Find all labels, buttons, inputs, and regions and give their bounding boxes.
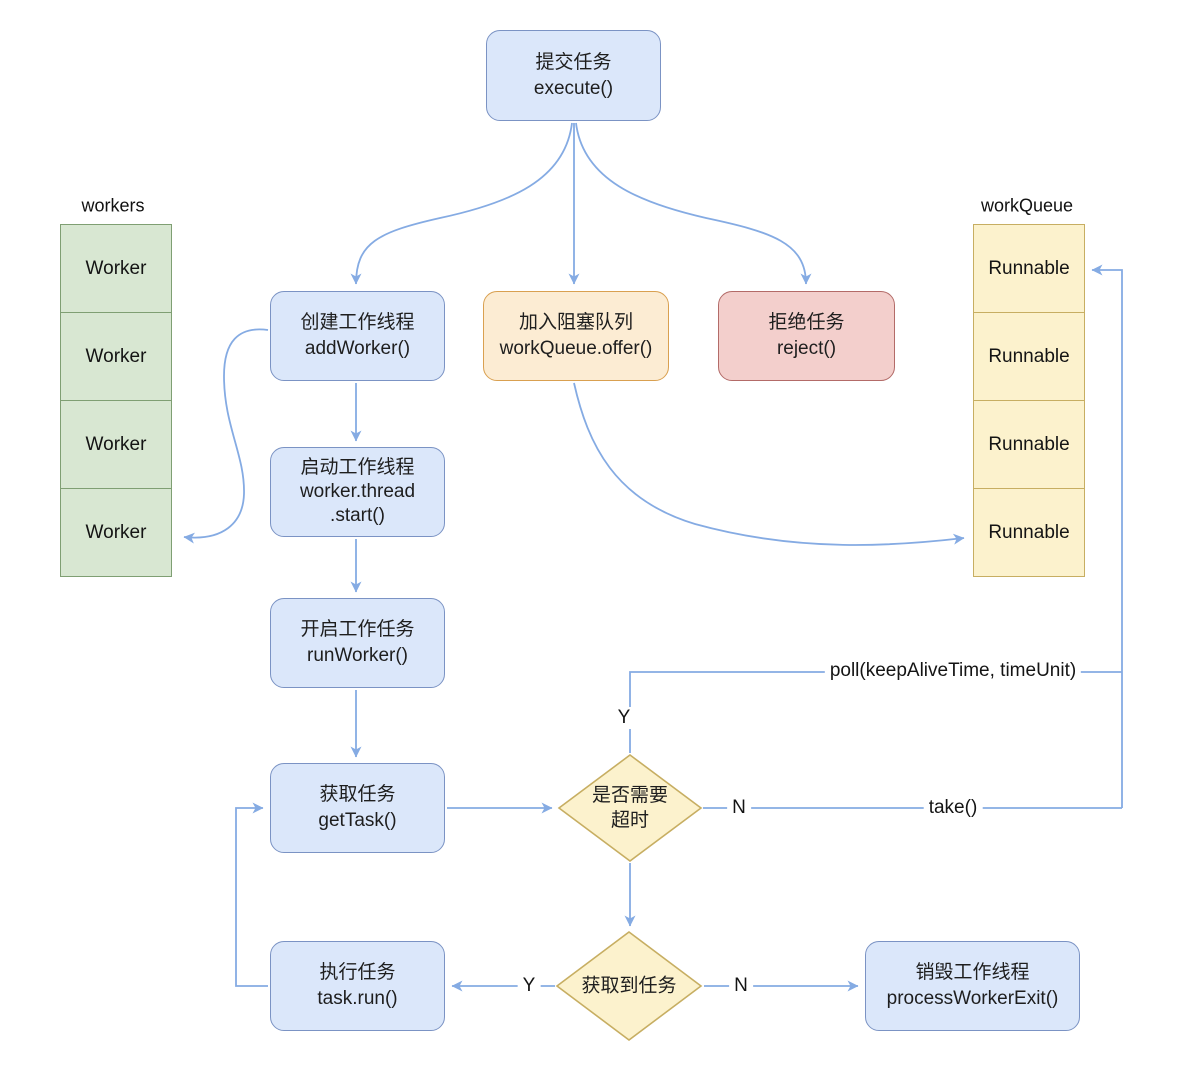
node-offer: 加入阻塞队列 workQueue.offer() (483, 291, 669, 381)
edge-needtimeout-yes-poll (629, 671, 1122, 753)
edge-execute-to-addworker (350, 122, 573, 285)
runnable-cell: Runnable (973, 224, 1085, 313)
node-task-run: 执行任务 task.run() (270, 941, 445, 1031)
node-add-worker-line1: 创建工作线程 (300, 312, 415, 333)
edge-offer-to-runnable (573, 382, 965, 546)
workers-title: workers (81, 195, 145, 216)
node-task-run-line1: 执行任务 (319, 962, 396, 983)
node-reject-line1: 拒绝任务 (768, 312, 845, 333)
decision-got-task-label: 获取到任务 (581, 975, 677, 997)
label-got-no: N (729, 975, 753, 997)
node-get-task: 获取任务 getTask() (270, 763, 445, 853)
runnable-cell: Runnable (973, 488, 1085, 577)
node-run-worker-line2: runWorker() (307, 645, 408, 666)
node-start-thread: 启动工作线程 worker.thread .start() (270, 447, 445, 537)
label-poll: poll(keepAliveTime, timeUnit) (824, 660, 1082, 682)
node-reject: 拒绝任务 reject() (718, 291, 895, 381)
workqueue-column: Runnable Runnable Runnable Runnable (973, 224, 1085, 577)
edge-queue-return (1091, 264, 1123, 808)
workers-column: Worker Worker Worker Worker (60, 224, 172, 577)
node-process-worker-exit: 销毁工作线程 processWorkerExit() (865, 941, 1080, 1031)
runnable-cell: Runnable (973, 400, 1085, 489)
node-start-thread-line2: worker.thread (299, 481, 416, 502)
node-process-worker-exit-line1: 销毁工作线程 (915, 962, 1030, 983)
node-reject-line2: reject() (776, 338, 837, 359)
runnable-cell: Runnable (973, 312, 1085, 401)
edge-addworker-to-worker (183, 328, 269, 544)
node-execute-line2: execute() (533, 77, 614, 99)
label-take: take() (923, 797, 983, 819)
node-run-worker-line1: 开启工作任务 (300, 619, 415, 640)
node-start-thread-line3: .start() (330, 505, 385, 526)
workqueue-title: workQueue (980, 195, 1074, 216)
edge-taskrun-loop-gettask (235, 802, 268, 987)
node-add-worker: 创建工作线程 addWorker() (270, 291, 445, 381)
node-run-worker: 开启工作任务 runWorker() (270, 598, 445, 688)
node-execute: 提交任务 execute() (486, 30, 661, 121)
node-offer-line2: workQueue.offer() (499, 338, 653, 359)
node-offer-line1: 加入阻塞队列 (518, 312, 633, 333)
worker-cell: Worker (60, 400, 172, 489)
decision-need-timeout-label: 是否需要 超时 (591, 785, 669, 831)
label-timeout-no: N (727, 797, 751, 819)
node-start-thread-line1: 启动工作线程 (300, 457, 415, 478)
node-add-worker-line2: addWorker() (304, 338, 411, 359)
node-get-task-line1: 获取任务 (319, 784, 396, 805)
node-get-task-line2: getTask() (318, 810, 397, 831)
node-process-worker-exit-line2: processWorkerExit() (886, 988, 1059, 1009)
worker-cell: Worker (60, 488, 172, 577)
worker-cell: Worker (60, 224, 172, 313)
label-timeout-yes: Y (612, 707, 636, 729)
edge-execute-to-reject (575, 122, 812, 285)
label-got-yes: Y (517, 975, 541, 997)
worker-cell: Worker (60, 312, 172, 401)
node-execute-line1: 提交任务 (535, 51, 612, 73)
node-task-run-line2: task.run() (317, 988, 398, 1009)
